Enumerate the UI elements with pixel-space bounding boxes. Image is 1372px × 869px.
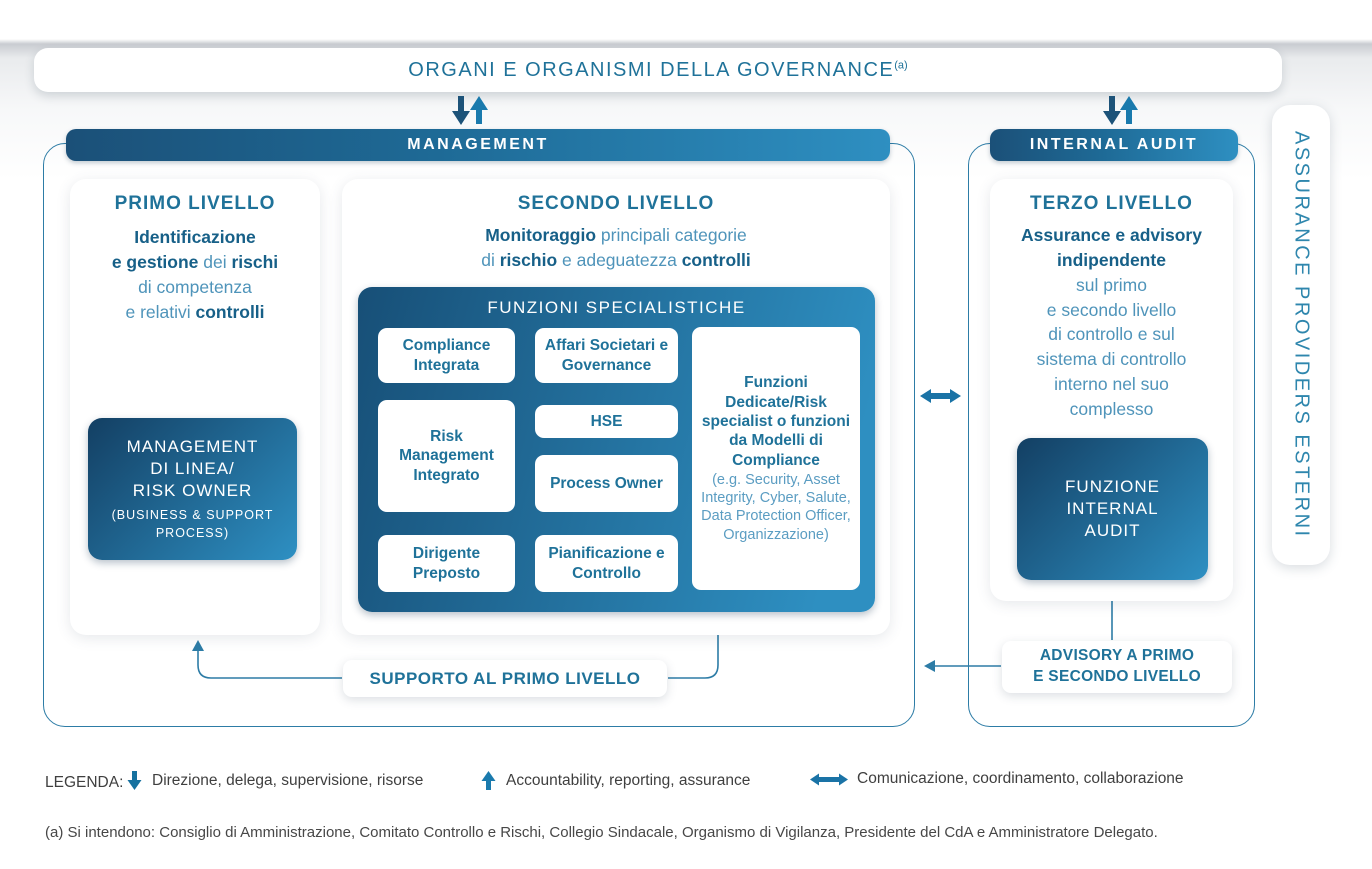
legend-double-arrow-icon: [810, 773, 848, 785]
legend-item-communication: Comunicazione, coordinamento, collaboraz…: [810, 770, 1184, 788]
funzia-line2: INTERNAL: [1066, 498, 1159, 518]
legend-communication-text: Comunicazione, coordinamento, collaboraz…: [857, 770, 1184, 787]
legend-direction-text: Direzione, delega, supervisione, risorse: [152, 771, 424, 789]
management-accountability-up-arrow-icon: [470, 96, 488, 124]
funzione-compliance-integrata: Compliance Integrata: [378, 328, 515, 383]
management-header-label: MANAGEMENT: [407, 136, 549, 153]
linea-line2: DI LINEA/: [150, 459, 235, 479]
governance-banner-title: ORGANI E ORGANISMI DELLA GOVERNANCE(a): [408, 59, 907, 82]
primo-livello-description: Identificazione e gestione dei rischi di…: [111, 227, 279, 322]
funzione-risk-management: Risk Management Integrato: [378, 400, 515, 512]
legend-arrow-down-icon: [127, 771, 142, 790]
legend-item-accountability: Accountability, reporting, assurance: [480, 770, 750, 791]
dedicate-bold-text: Funzioni Dedicate/Risk specialist o funz…: [701, 374, 851, 469]
footnote-text: (a) Si intendono: Consiglio di Amministr…: [45, 824, 1158, 841]
legend-arrow-up-icon: [481, 771, 496, 790]
terzo-livello-title: TERZO LIVELLO: [1030, 193, 1193, 214]
primo-livello-title: PRIMO LIVELLO: [114, 193, 276, 214]
funzione-dirigente-preposto: Dirigente Preposto: [378, 535, 515, 592]
legend-item-direction: Direzione, delega, supervisione, risorse: [126, 770, 423, 791]
legend-accountability-text: Accountability, reporting, assurance: [506, 771, 751, 789]
funzione-affari-societari: Affari Societari e Governance: [535, 328, 678, 383]
governance-banner: ORGANI E ORGANISMI DELLA GOVERNANCE(a): [34, 48, 1282, 92]
funzioni-specialistiche-title: FUNZIONI SPECIALISTICHE: [487, 298, 746, 317]
governance-banner-text: ORGANI E ORGANISMI DELLA GOVERNANCE: [408, 58, 895, 81]
terzo-livello-description: Assurance e advisory indipendente sul pr…: [1021, 225, 1202, 419]
funzione-process-owner: Process Owner: [535, 455, 678, 512]
linea-line1: MANAGEMENT: [126, 437, 259, 457]
linea-sub1: (BUSINESS & SUPPORT: [111, 507, 274, 522]
funzia-line1: FUNZIONE: [1065, 476, 1160, 496]
funzia-line3: AUDIT: [1084, 521, 1141, 541]
legend-label: LEGENDA:: [45, 774, 124, 791]
secondo-livello-description: Monitoraggio principali categorie di ris…: [481, 225, 751, 270]
funzione-internal-audit-box: FUNZIONE INTERNAL AUDIT: [1017, 438, 1208, 580]
primo-livello-card: PRIMO LIVELLO Identificazione e gestione…: [70, 179, 320, 635]
funzione-pianificazione-controllo: Pianificazione e Controllo: [535, 535, 678, 592]
assurance-providers-label: ASSURANCE PROVIDERS ESTERNI: [1290, 131, 1313, 539]
management-direction-down-arrow-icon: [452, 96, 470, 125]
funzione-dedicate-risk-specialist: Funzioni Dedicate/Risk specialist o funz…: [692, 327, 860, 590]
assurance-providers-bar: ASSURANCE PROVIDERS ESTERNI: [1272, 105, 1330, 565]
internal-audit-direction-down-arrow-icon: [1103, 96, 1121, 125]
secondo-livello-title: SECONDO LIVELLO: [517, 193, 715, 214]
linea-line3: RISK OWNER: [132, 481, 253, 501]
advisory-line2: E SECONDO LIVELLO: [1033, 668, 1201, 685]
management-header-bar: MANAGEMENT: [66, 129, 890, 161]
advisory-line1: ADVISORY A PRIMO: [1039, 647, 1195, 665]
communication-double-arrow-icon: [920, 389, 961, 403]
funzione-hse: HSE: [535, 405, 678, 438]
internal-audit-header-label: INTERNAL AUDIT: [1029, 136, 1199, 153]
supporto-primo-livello-label: SUPPORTO AL PRIMO LIVELLO: [343, 660, 667, 697]
dedicate-examples-text: (e.g. Security, Asset Integrity, Cyber, …: [701, 472, 851, 543]
internal-audit-accountability-up-arrow-icon: [1120, 96, 1138, 124]
management-di-linea-box: MANAGEMENT DI LINEA/ RISK OWNER (BUSINES…: [88, 418, 297, 560]
linea-sub2: PROCESS): [155, 525, 230, 540]
advisory-label: ADVISORY A PRIMO E SECONDO LIVELLO: [1002, 641, 1232, 693]
footnote-reference: (a): [894, 58, 908, 71]
internal-audit-header-bar: INTERNAL AUDIT: [990, 129, 1238, 161]
